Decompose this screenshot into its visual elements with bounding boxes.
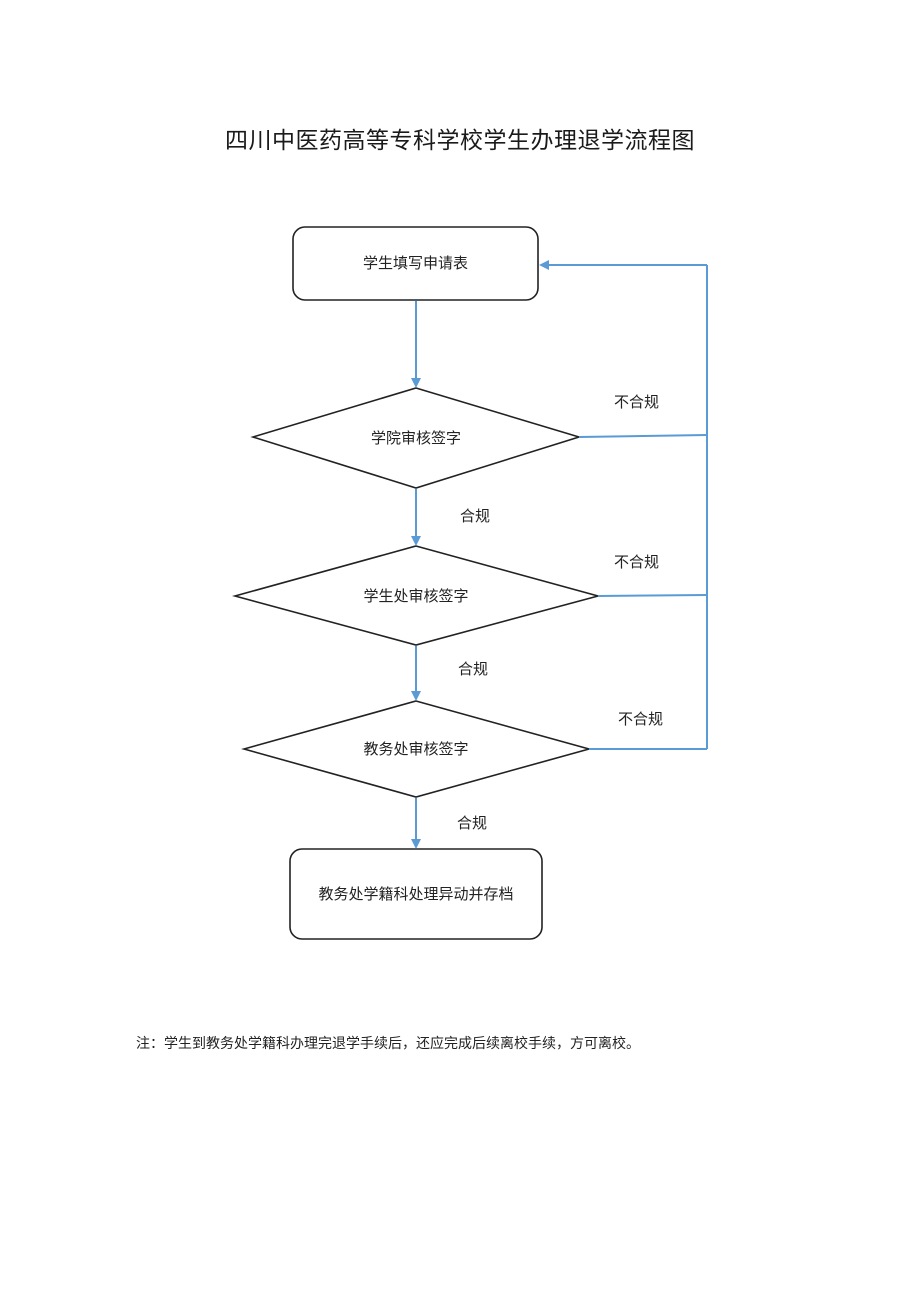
noncompliant-line-1 xyxy=(578,434,708,438)
compliant-label-1: 合规 xyxy=(460,507,490,525)
footnote: 注：学生到教务处学籍科办理完退学手续后，还应完成后续离校手续，方可离校。 xyxy=(136,1036,640,1052)
noncompliant-label-3: 不合规 xyxy=(618,710,663,728)
student-office-review-label: 学生处审核签字 xyxy=(363,587,468,605)
noncompliant-line-2 xyxy=(597,594,708,597)
start-box xyxy=(292,226,539,301)
academic-office-review-diamond xyxy=(241,700,592,798)
withdrawal-flowchart: 学生填写申请表 学院审核签字 学生处审核签字 教务处审核签字 教务处学籍科处理异… xyxy=(231,226,708,940)
college-review-label: 学院审核签字 xyxy=(371,429,461,447)
end-box xyxy=(289,848,543,940)
end-box-label: 教务处学籍科处理异动并存档 xyxy=(318,885,513,903)
noncompliant-label-1: 不合规 xyxy=(614,393,659,411)
compliant-label-2: 合规 xyxy=(458,660,488,678)
noncompliant-label-2: 不合规 xyxy=(614,553,659,571)
student-office-review-diamond xyxy=(231,545,602,646)
start-box-label: 学生填写申请表 xyxy=(363,254,468,272)
college-review-diamond xyxy=(250,387,582,489)
compliant-label-3: 合规 xyxy=(457,814,487,832)
academic-office-review-label: 教务处审核签字 xyxy=(363,740,468,758)
page-title: 四川中医药高等专科学校学生办理退学流程图 xyxy=(225,128,695,154)
